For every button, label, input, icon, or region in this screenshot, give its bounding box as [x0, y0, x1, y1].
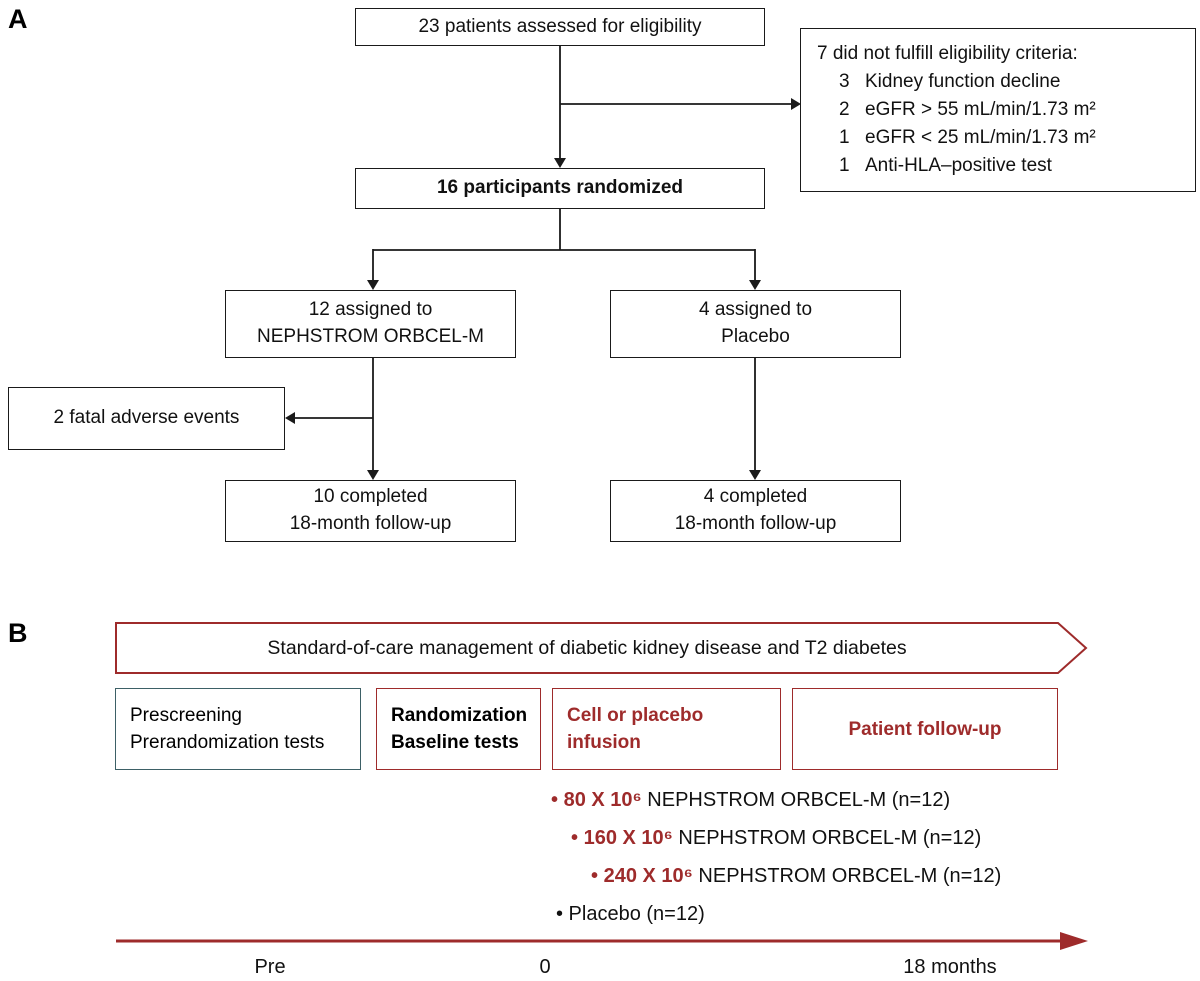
eligibility-text: 23 patients assessed for eligibility [418, 15, 702, 37]
dose-value: 240 X 10⁶ [603, 865, 693, 887]
followup-line1: Patient follow-up [848, 718, 1002, 740]
placebo-completed-box: 4 completed 18-month follow-up [610, 480, 901, 542]
timeline-label-18months: 18 months [903, 956, 997, 978]
exclusion-item: 1 eGFR < 25 mL/min/1.73 m² [817, 124, 1179, 152]
exclusion-item: 3 Kidney function decline [817, 68, 1179, 96]
phase-box-infusion: Cell or placebo infusion [552, 688, 781, 770]
prescreening-line1: Prescreening [130, 705, 242, 726]
exclusion-item: 1 Anti-HLA–positive test [817, 152, 1179, 180]
orbcel-assigned-line1: 12 assigned to [308, 299, 433, 321]
exclusion-text: eGFR > 55 mL/min/1.73 m² [865, 99, 1096, 120]
infusion-line2: infusion [567, 732, 641, 753]
orbcel-completed-line1: 10 completed [313, 486, 428, 508]
randomization-line2: Baseline tests [391, 732, 519, 753]
exclusion-text: eGFR < 25 mL/min/1.73 m² [865, 127, 1096, 148]
fatal-events-text: 2 fatal adverse events [53, 407, 240, 429]
timeline-axis [116, 932, 1088, 950]
exclusion-count: 1 [839, 127, 850, 148]
dose-item: • 80 X 10⁶ NEPHSTROM ORBCEL-M (n=12) [551, 789, 950, 812]
orbcel-completed-line2: 18-month follow-up [289, 513, 452, 534]
randomization-line1: Randomization [391, 705, 528, 726]
dose-item: • 240 X 10⁶ NEPHSTROM ORBCEL-M (n=12) [591, 865, 1001, 888]
exclusion-box: 7 did not fulfill eligibility criteria: … [800, 28, 1196, 192]
dose-item: • 160 X 10⁶ NEPHSTROM ORBCEL-M (n=12) [571, 827, 981, 850]
timeline-label-zero: 0 [539, 956, 551, 978]
phase-box-prescreening: Prescreening Prerandomization tests [115, 688, 361, 770]
exclusion-text: Kidney function decline [865, 71, 1061, 92]
eligibility-box: 23 patients assessed for eligibility [355, 8, 765, 46]
orbcel-assigned-box: 12 assigned to NEPHSTROM ORBCEL-M [225, 290, 516, 358]
fatal-events-box: 2 fatal adverse events [8, 387, 285, 450]
dose-rest: NEPHSTROM ORBCEL-M (n=12) [678, 827, 982, 849]
dose-rest: NEPHSTROM ORBCEL-M (n=12) [647, 789, 951, 811]
panel-b-label: B [8, 618, 28, 648]
orbcel-completed-box: 10 completed 18-month follow-up [225, 480, 516, 542]
timeline-label-pre: Pre [254, 956, 286, 978]
dose-bullet-icon: • [551, 789, 559, 811]
exclusion-item: 2 eGFR > 55 mL/min/1.73 m² [817, 96, 1179, 124]
randomized-box: 16 participants randomized [355, 168, 765, 209]
panel-a-arrowheads [285, 98, 801, 480]
placebo-completed-line1: 4 completed [703, 486, 808, 508]
panel-a-lines [294, 46, 792, 472]
placebo-assigned-line2: Placebo [721, 326, 790, 347]
dose-value: 80 X 10⁶ [563, 789, 642, 811]
dose-bullet-icon: • [591, 865, 599, 887]
prescreening-line2: Prerandomization tests [130, 732, 325, 753]
dose-rest: NEPHSTROM ORBCEL-M (n=12) [698, 865, 1002, 887]
phase-box-randomization: Randomization Baseline tests [376, 688, 541, 770]
exclusion-count: 1 [839, 155, 850, 176]
placebo-assigned-box: 4 assigned to Placebo [610, 290, 901, 358]
exclusion-count: 3 [839, 71, 850, 92]
infusion-line1: Cell or placebo [567, 705, 704, 726]
orbcel-assigned-line2: NEPHSTROM ORBCEL-M [257, 326, 484, 347]
placebo-assigned-line1: 4 assigned to [698, 299, 813, 321]
panel-a-label: A [8, 4, 28, 34]
randomized-text: 16 participants randomized [436, 177, 683, 199]
placebo-item: • Placebo (n=12) [556, 903, 705, 925]
phase-box-followup: Patient follow-up [792, 688, 1058, 770]
placebo-completed-line2: 18-month follow-up [674, 513, 837, 534]
exclusion-count: 2 [839, 99, 850, 120]
exclusion-text: Anti-HLA–positive test [865, 155, 1052, 176]
dose-value: 160 X 10⁶ [583, 827, 673, 849]
soc-banner-text: Standard-of-care management of diabetic … [267, 636, 907, 659]
exclusion-header: 7 did not fulfill eligibility criteria: [817, 43, 1078, 64]
dose-bullet-icon: • [571, 827, 579, 849]
